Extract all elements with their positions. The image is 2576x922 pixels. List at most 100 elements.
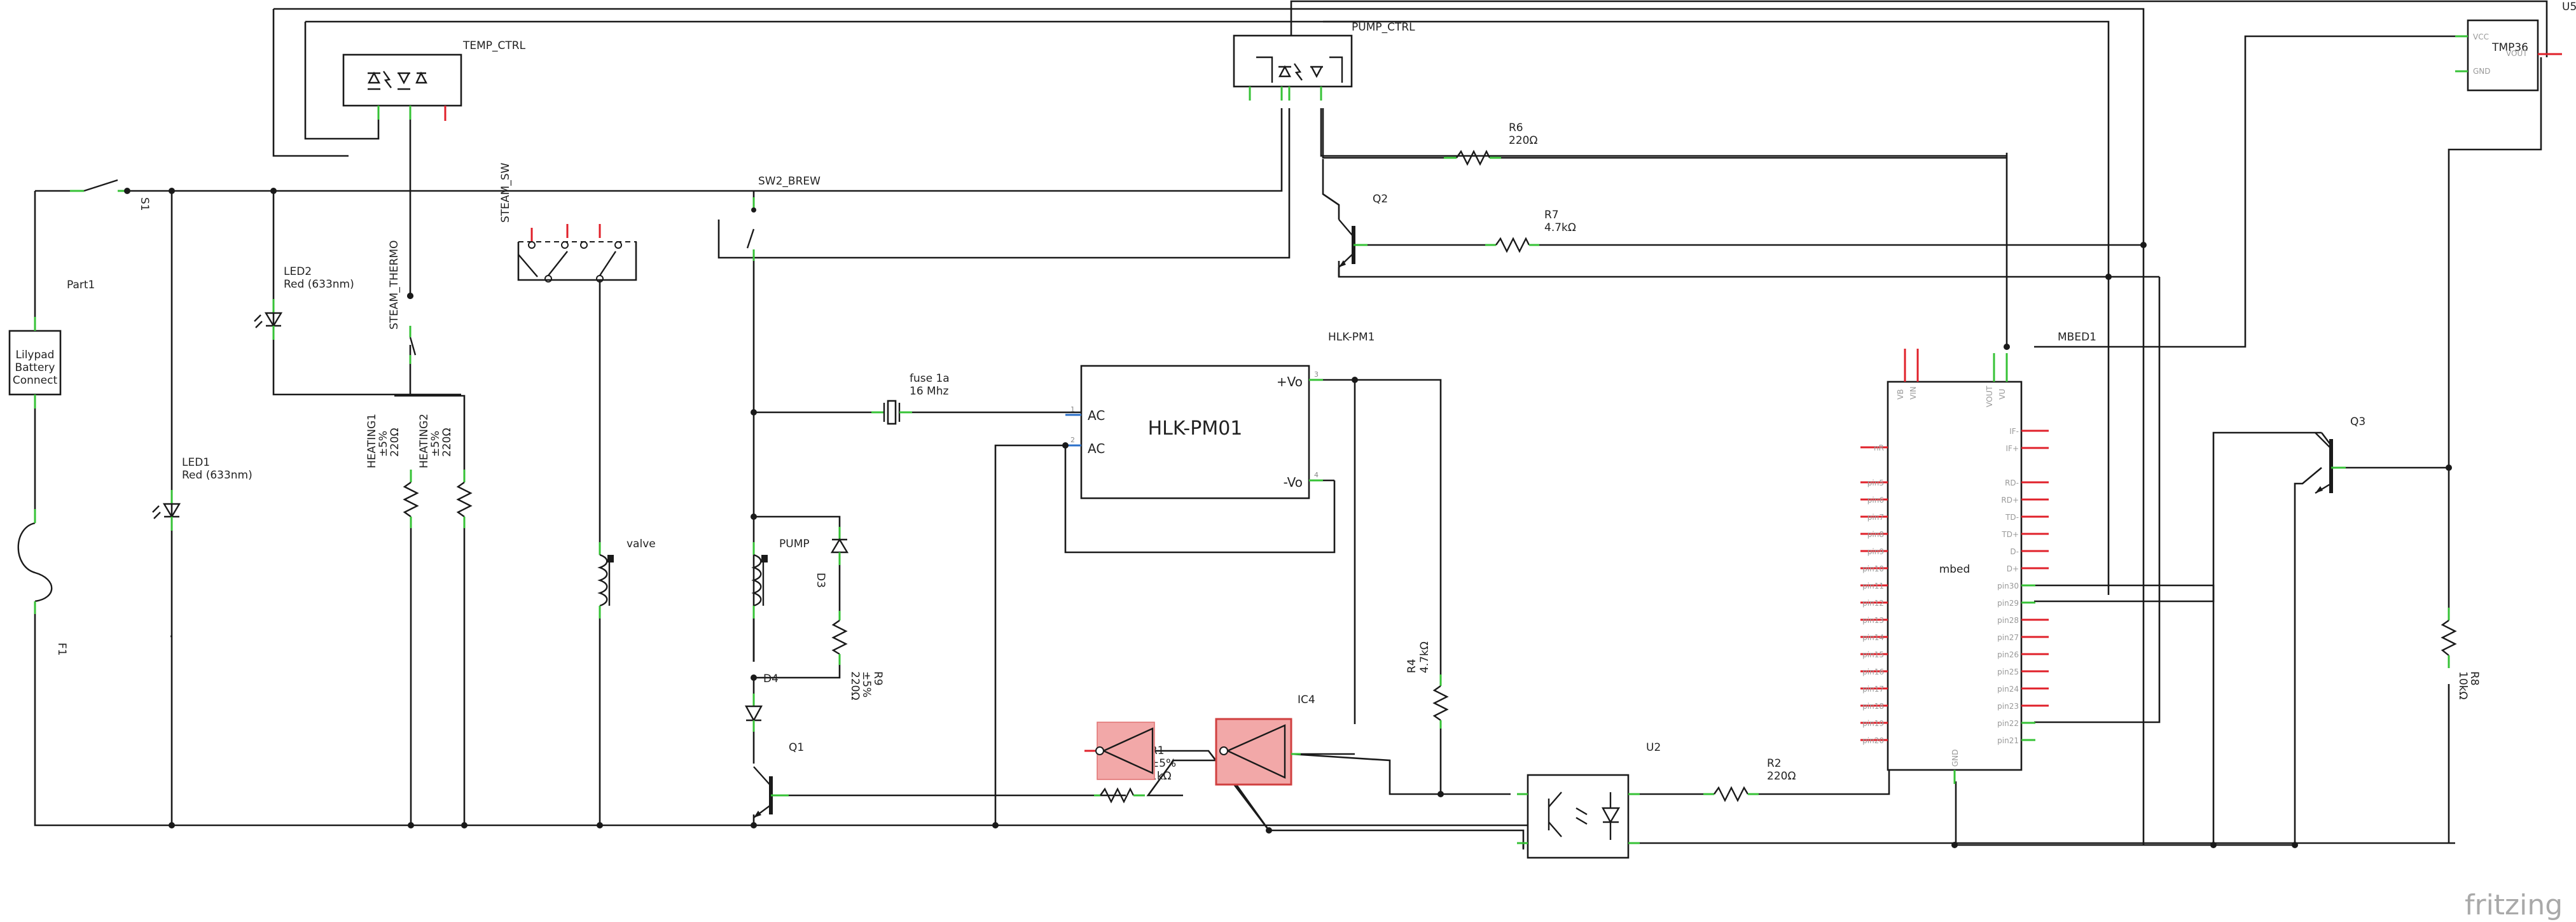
mbed-pin-6: pin6 [1867,496,1884,505]
q3-label: Q3 [2350,416,2365,428]
mbed-pin-10: pin10 [1862,564,1884,573]
r2-value: 220Ω [1767,770,1796,783]
q1-label: Q1 [789,741,804,754]
part1-label: Part1 [67,279,95,291]
mbed-pin-22: pin22 [1997,719,2019,728]
mbed-pin-5: pin5 [1867,478,1884,487]
pump-label: PUMP [779,538,810,550]
steam-sw-label: STEAM_SW [499,162,512,223]
mbed-right-pins: IF- IF+ RD- RD+ TD- TD+ D- D+ pin30 pin2… [1997,427,2049,745]
mbed1-label: MBED1 [2058,331,2096,344]
mbed-pin-d-minus: D- [2010,547,2019,556]
mbed-pin-td-plus: TD+ [2001,530,2019,539]
mbed-left-pins: nR pin5 pin6 pin7 pin8 pin9 pin10 pin11 … [1860,444,1888,745]
pump-ctrl-label: PUMP_CTRL [1352,21,1415,34]
mbed-top-pin-vb: VB [1896,389,1905,400]
mbed-pin-15: pin15 [1862,650,1884,659]
optocoupler-u2 [1517,774,1640,859]
led2-color: Red (633nm) [284,278,354,291]
q2-label: Q2 [1373,193,1388,206]
heating1-tol: ±5% [377,431,390,457]
mbed-pin-30: pin30 [1997,582,2019,590]
r8-value: 10kΩ [2456,671,2469,699]
heating2-label: HEATING2 [418,414,431,468]
mbed-pin-20: pin20 [1862,736,1884,745]
resistor-r8 [2441,608,2457,668]
mbed-microcontroller: mbed VB VIN VOUT VU GND nR pin5 pin6 pin… [1860,349,2049,784]
mbed-pin-28: pin28 [1997,616,2019,625]
tmp36-gnd: GND [2473,67,2491,76]
led1-color: Red (633nm) [182,469,253,482]
battery-label-2: Battery [15,361,55,374]
mbed-pin-21: pin21 [1997,736,2019,745]
mbed-pin-rd-plus: RD+ [2001,496,2019,505]
mbed-pin-29: pin29 [1997,599,2019,608]
hlk-ac1: AC [1088,408,1105,423]
d4-label: D4 [763,673,779,685]
mbed-pin-23: pin23 [1997,702,2019,711]
hlk-pin2: 2 [1070,436,1075,444]
fuse-label: fuse 1a [910,372,950,385]
mbed-pin-9: pin9 [1867,547,1884,556]
fuse-value: 16 Mhz [910,385,948,398]
heating1-resistor [403,470,419,528]
mbed-pin-16: pin16 [1862,667,1884,676]
ic4-inverter [1215,718,1301,786]
tmp36-vcc: VCC [2473,32,2489,41]
mbed-pin-26: pin26 [1997,650,2019,659]
temp-ctrl-label: TEMP_CTRL [462,39,526,52]
r2-label: R2 [1767,757,1782,770]
mbed-pin-td-minus: TD- [2005,513,2019,522]
r6-value: 220Ω [1509,134,1537,147]
mbed-pin-25: pin25 [1997,667,2019,676]
mbed-pin-if-minus: IF- [2009,427,2019,436]
battery-label-3: Connect [13,374,58,387]
transistor-q1 [753,766,789,818]
mbed-pin-7: pin7 [1867,513,1884,522]
mbed-pin-18: pin18 [1862,702,1884,711]
mbed-pin-nr: nR [1874,444,1884,452]
fritzing-watermark: fritzing [2465,889,2563,921]
heating2-resistor [456,470,473,528]
temp-ctrl-relay [342,53,462,121]
heating2-tol: ±5% [429,431,442,457]
tmp36-body: TMP36 [2491,41,2528,54]
hlk-body-label: HLK-PM01 [1148,417,1243,440]
resistor-r4 [1432,674,1449,729]
led2-label: LED2 [284,265,312,278]
r6-label: R6 [1509,122,1523,134]
resistor-r9 [831,611,848,665]
mbed-pin-11: pin11 [1862,582,1884,590]
hlk-pm01-module: HLK-PM01 AC AC +Vo -Vo 1 2 3 4 [1065,365,1323,499]
tmp36-vout: VOUT [2506,49,2528,58]
switch-s1 [70,179,130,194]
valve-label: valve [627,538,656,550]
mbed-gnd-pin: GND [1951,749,1960,767]
hlk-pin4: 4 [1314,471,1319,479]
resistor-r1 [1094,787,1145,804]
hlk-ac2: AC [1088,441,1105,456]
heating1-value: 220Ω [389,428,401,457]
inverter-left [1084,722,1155,780]
r7-value: 4.7kΩ [1544,221,1576,234]
r4-label: R4 [1406,659,1418,673]
resistor-r6 [1444,150,1501,166]
mbed-pin-24: pin24 [1997,685,2019,694]
f1-label: F1 [55,643,68,656]
pump-motor [751,542,768,618]
mbed-pin-27: pin27 [1997,633,2019,642]
mbed-pin-17: pin17 [1862,685,1884,694]
sw2-brew-label: SW2_BREW [758,175,821,188]
mbed-pin-19: pin19 [1862,719,1884,728]
mbed-pin-d-plus: D+ [2007,564,2019,573]
mbed-pin-13: pin13 [1862,616,1884,625]
s1-label: S1 [138,197,151,211]
r9-value: 220Ω [848,671,861,700]
resistor-r2 [1703,786,1759,802]
hlk-pin3: 3 [1314,370,1319,379]
transistor-q3 [2315,432,2346,494]
hlk-vo-plus: +Vo [1277,374,1303,389]
mbed-pin-if-plus: IF+ [2006,444,2019,453]
led1 [152,490,181,531]
